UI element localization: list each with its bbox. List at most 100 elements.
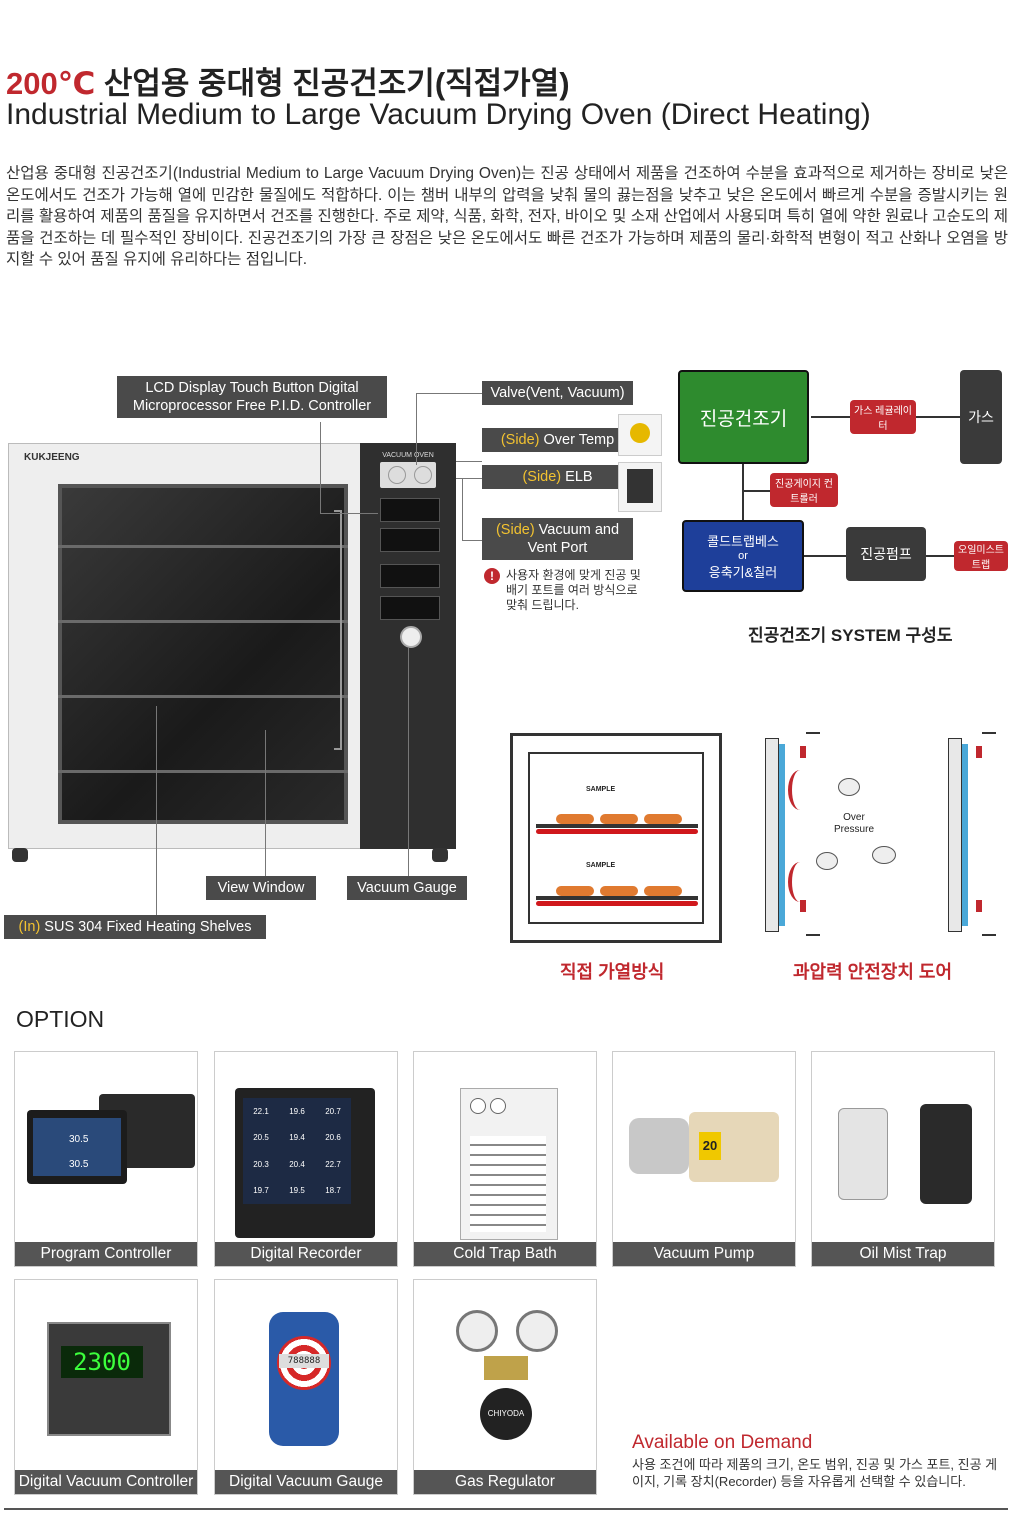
over-temp-callout: (Side) Over Temp <box>482 428 633 452</box>
caster-wheel <box>12 848 28 862</box>
option-label: Gas Regulator <box>414 1470 596 1494</box>
callout-line <box>456 478 482 479</box>
callout-line <box>320 513 378 514</box>
callout-line <box>265 730 266 876</box>
demand-title: Available on Demand <box>632 1432 813 1453</box>
door-glass <box>962 744 968 926</box>
title-korean-text: 산업용 중대형 진공건조기(직접가열) <box>95 66 570 101</box>
gas-puff-icon <box>816 852 838 870</box>
door-handle <box>334 510 342 750</box>
callout-line <box>408 648 409 876</box>
door-gasket <box>800 746 806 758</box>
flow-arrow <box>742 464 744 520</box>
option-label: Program Controller <box>15 1242 197 1266</box>
system-main-dryer: 진공건조기 <box>678 370 809 464</box>
door-gasket <box>800 900 806 912</box>
heater-element <box>536 901 698 906</box>
vent-valve-knob <box>388 466 406 484</box>
chamber-wall <box>806 732 820 734</box>
door-frame <box>948 738 962 932</box>
option-card-cold-trap-bath: Cold Trap Bath <box>413 1051 597 1267</box>
system-oil-mist: 오일미스트 트랩 <box>954 541 1008 571</box>
callout-line <box>456 461 482 462</box>
heating-chamber <box>528 752 704 924</box>
option-label: Cold Trap Bath <box>414 1242 596 1266</box>
port-notice: 사용자 환경에 맞게 진공 및 배기 포트를 여러 방식으로 맞춰 드립니다. <box>506 568 641 612</box>
sample-label: SAMPLE <box>586 862 616 869</box>
pressure-arrow-icon <box>788 770 812 810</box>
oven-view-window <box>58 484 348 824</box>
gas-regulator-image: CHIYODA <box>426 1296 584 1456</box>
controller-display <box>380 528 440 552</box>
option-label: Oil Mist Trap <box>812 1242 994 1266</box>
system-gas: 가스 <box>960 370 1002 464</box>
callout-line <box>462 540 482 541</box>
system-vacuum-pump: 진공펌프 <box>846 527 926 581</box>
sample <box>600 814 638 824</box>
gas-puff-icon <box>838 778 860 796</box>
heating-shelf <box>58 620 348 623</box>
pressure-arrow-icon <box>788 862 812 902</box>
page-title-english: Industrial Medium to Large Vacuum Drying… <box>6 98 871 131</box>
controller-display <box>380 564 440 588</box>
shelf-plate <box>536 896 698 900</box>
gas-puff-icon <box>872 846 896 864</box>
valve-callout: Valve(Vent, Vacuum) <box>482 381 633 405</box>
caster-wheel <box>432 848 448 862</box>
flow-arrow <box>742 490 770 492</box>
vacuum-pump-image: 20 <box>625 1068 783 1228</box>
cold-trap-bath-image <box>426 1068 584 1240</box>
option-card-vacuum-pump: 20 Vacuum Pump <box>612 1051 796 1267</box>
callout-line <box>462 478 463 540</box>
elb-thumbnail <box>618 462 662 512</box>
sample <box>600 886 638 896</box>
heating-shelf <box>58 770 348 773</box>
vacuum-gauge-callout: Vacuum Gauge <box>347 876 467 900</box>
option-label: Digital Vacuum Gauge <box>215 1470 397 1494</box>
door-frame <box>765 738 779 932</box>
callout-line <box>156 706 157 915</box>
option-card-oil-mist-trap: Oil Mist Trap <box>811 1051 995 1267</box>
sample <box>644 814 682 824</box>
panel-label: VACUUM OVEN <box>382 452 434 459</box>
sample <box>556 814 594 824</box>
option-card-digital-vacuum-controller: 2300 Digital Vacuum Controller <box>14 1279 198 1495</box>
door-caption: 과압력 안전장치 도어 <box>793 962 953 982</box>
option-card-program-controller: 30.5 30.5 Program Controller <box>14 1051 198 1267</box>
over-temp-thumbnail <box>618 414 662 456</box>
view-window-callout: View Window <box>206 876 316 900</box>
system-caption: 진공건조기 SYSTEM 구성도 <box>748 626 953 645</box>
program-controller-image: 30.5 30.5 <box>27 1068 195 1228</box>
bottom-divider <box>4 1508 1008 1510</box>
door-gasket <box>976 900 982 912</box>
callout-line <box>320 422 321 514</box>
intro-paragraph: 산업용 중대형 진공건조기(Industrial Medium to Large… <box>6 165 1008 268</box>
flow-arrow <box>811 416 850 418</box>
chamber-wall <box>806 934 820 936</box>
heating-diagram-frame <box>510 733 722 943</box>
system-gauge-controller: 진공게이지 컨트롤러 <box>770 473 838 507</box>
chamber-wall <box>982 732 996 734</box>
flow-arrow <box>804 555 846 557</box>
vacuum-valve-knob <box>414 466 432 484</box>
shelf-plate <box>536 824 698 828</box>
oven-brand-logo: KUKJEENG <box>24 452 80 463</box>
over-pressure-label: Over Pressure <box>833 812 874 835</box>
option-label: Vacuum Pump <box>613 1242 795 1266</box>
option-heading: OPTION <box>16 1006 105 1032</box>
door-gasket <box>976 746 982 758</box>
controller-display <box>380 498 440 522</box>
option-label: Digital Recorder <box>215 1242 397 1266</box>
elb-callout: (Side) ELB <box>482 465 633 489</box>
heating-caption: 직접 가열방식 <box>560 962 665 982</box>
option-card-gas-regulator: CHIYODA Gas Regulator <box>413 1279 597 1495</box>
callout-line <box>416 393 417 465</box>
system-gas-regulator: 가스 레귤레이터 <box>850 400 916 434</box>
option-card-digital-vacuum-gauge: 788888 Digital Vacuum Gauge <box>214 1279 398 1495</box>
door-glass <box>779 744 785 926</box>
